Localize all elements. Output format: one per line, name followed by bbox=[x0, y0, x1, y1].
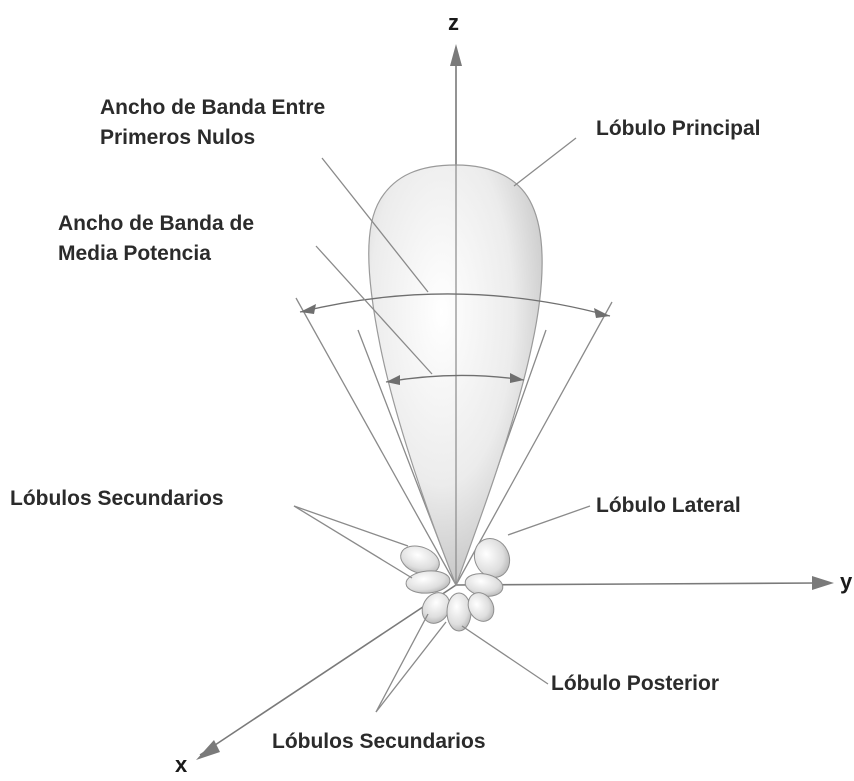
fnbw-arrowhead-left bbox=[300, 304, 316, 314]
minor-lobe bbox=[405, 570, 451, 594]
minor-lobe bbox=[473, 538, 511, 578]
leader-lines bbox=[293, 137, 591, 713]
hpbw-arc bbox=[385, 374, 525, 383]
minor-lobes-lower-leader-2 bbox=[375, 621, 447, 713]
arc-arrowheads bbox=[300, 304, 610, 385]
minor-lobe bbox=[467, 592, 495, 622]
hpbw-label-line2: Media Potencia bbox=[58, 242, 211, 265]
fnbw-left-line bbox=[295, 297, 457, 586]
minor-lobes-upper-leader-2 bbox=[293, 505, 413, 579]
minor-lobes-upper-leader-1 bbox=[293, 505, 409, 547]
minor-lobe bbox=[400, 545, 440, 575]
x-axis bbox=[199, 584, 457, 756]
side-lobe-leader bbox=[507, 505, 591, 536]
z-axis-label: z bbox=[448, 10, 459, 35]
minor-lobes bbox=[400, 538, 511, 632]
minor-lobes-lower-label: Lóbulos Secundarios bbox=[272, 730, 486, 753]
hpbw-arrowhead-right bbox=[510, 373, 524, 383]
y-axis bbox=[455, 582, 819, 586]
z-axis-arrowhead bbox=[450, 44, 462, 66]
main-lobe-label: Lóbulo Principal bbox=[596, 117, 761, 140]
fnbw-arc bbox=[299, 293, 611, 317]
fnbw-label-line1: Ancho de Banda Entre bbox=[100, 96, 326, 119]
back-lobe bbox=[446, 592, 472, 632]
back-lobe-leader bbox=[461, 625, 549, 685]
x-axis-label: x bbox=[175, 752, 188, 777]
hpbw-leader bbox=[315, 245, 433, 375]
side-lobe-label: Lóbulo Lateral bbox=[596, 494, 741, 517]
main-lobe-leader bbox=[513, 137, 577, 187]
back-lobe-label: Lóbulo Posterior bbox=[551, 672, 719, 695]
hpbw-label-line1: Ancho de Banda de bbox=[58, 212, 255, 235]
fnbw-label-line2: Primeros Nulos bbox=[100, 126, 256, 149]
x-axis-arrowhead bbox=[196, 740, 220, 760]
fnbw-leader bbox=[321, 157, 429, 293]
minor-lobes-lower-leader-1 bbox=[375, 613, 429, 713]
beamwidth-arcs bbox=[299, 293, 611, 383]
hpbw-arrowhead-left bbox=[386, 375, 400, 385]
fnbw-right-line bbox=[455, 301, 613, 586]
minor-lobes-upper-label: Lóbulos Secundarios bbox=[10, 487, 224, 510]
y-axis-arrowhead bbox=[812, 576, 834, 590]
fnbw-arrowhead-right bbox=[594, 308, 610, 318]
y-axis-label: y bbox=[840, 569, 853, 594]
